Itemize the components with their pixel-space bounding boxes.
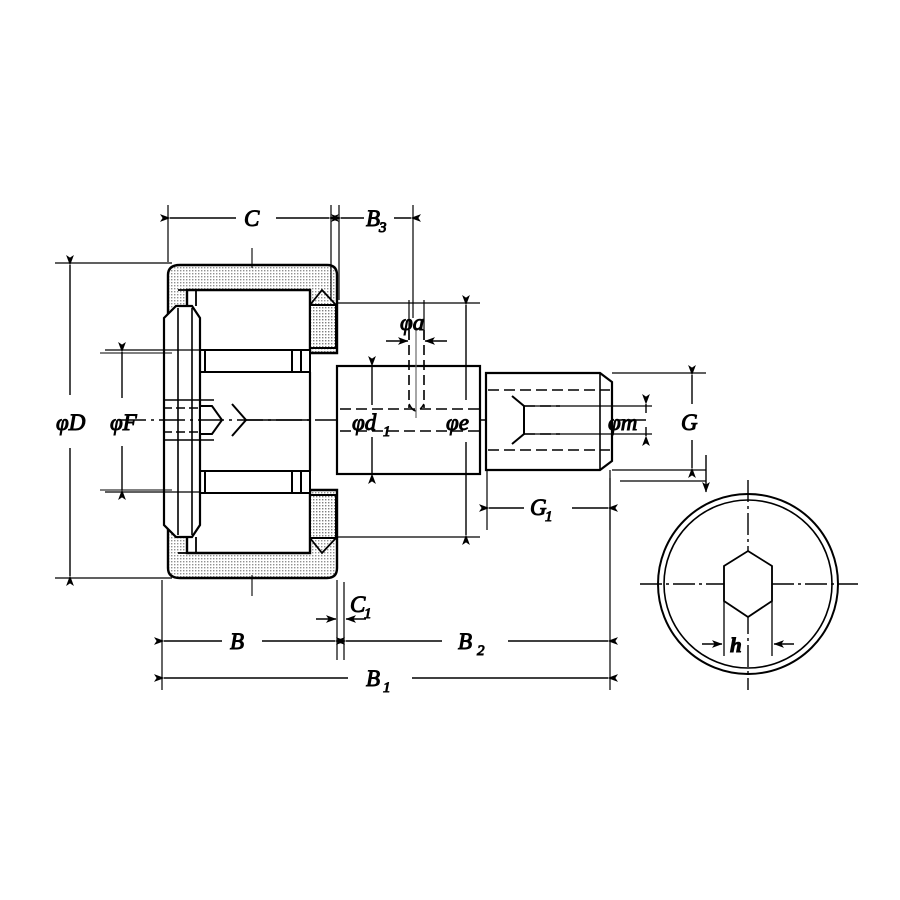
label-B: B: [230, 629, 244, 654]
end-view: [640, 480, 858, 690]
dimension-G: [612, 365, 706, 478]
label-h: h: [730, 633, 742, 657]
dimension-phie: [337, 295, 480, 545]
label-phid1-sub: 1: [383, 424, 391, 440]
threaded-stud-end: [484, 371, 614, 472]
dimension-phiF: [105, 342, 200, 500]
label-C1: C: [350, 592, 366, 617]
label-phie: φe: [446, 410, 469, 435]
label-B2: B: [458, 629, 472, 654]
label-phim: φm: [608, 410, 637, 435]
label-B3-sub: 3: [378, 220, 387, 236]
dimension-phim: [524, 394, 652, 446]
outer-ring-shoulder: [309, 288, 337, 555]
label-G1-sub: 1: [545, 509, 553, 525]
label-phia: φa: [400, 310, 424, 335]
label-B1: B: [366, 666, 380, 691]
stud-shank: [335, 364, 482, 476]
label-B3: B: [366, 206, 380, 231]
label-C1-sub: 1: [364, 606, 372, 622]
outer-ring-section: [166, 263, 339, 580]
side-plate: [162, 289, 202, 554]
label-phid1: φd: [352, 410, 377, 435]
end-view-leader: [620, 455, 710, 493]
ring-extension-ticks: [100, 248, 253, 596]
label-B1-sub: 1: [383, 680, 391, 696]
dimension-B3: [331, 205, 421, 318]
label-G1: G: [530, 495, 547, 520]
dimension-phiD: [55, 255, 172, 586]
label-B2-sub: 2: [477, 643, 485, 659]
label-phiF: φF: [110, 410, 138, 435]
dimension-phia: [386, 300, 447, 345]
label-phiD: φD: [56, 410, 86, 435]
dimension-extension-lines-bottom: [161, 478, 611, 690]
lubrication-hole: [408, 330, 425, 418]
label-C: C: [244, 206, 260, 231]
label-G: G: [681, 410, 698, 435]
